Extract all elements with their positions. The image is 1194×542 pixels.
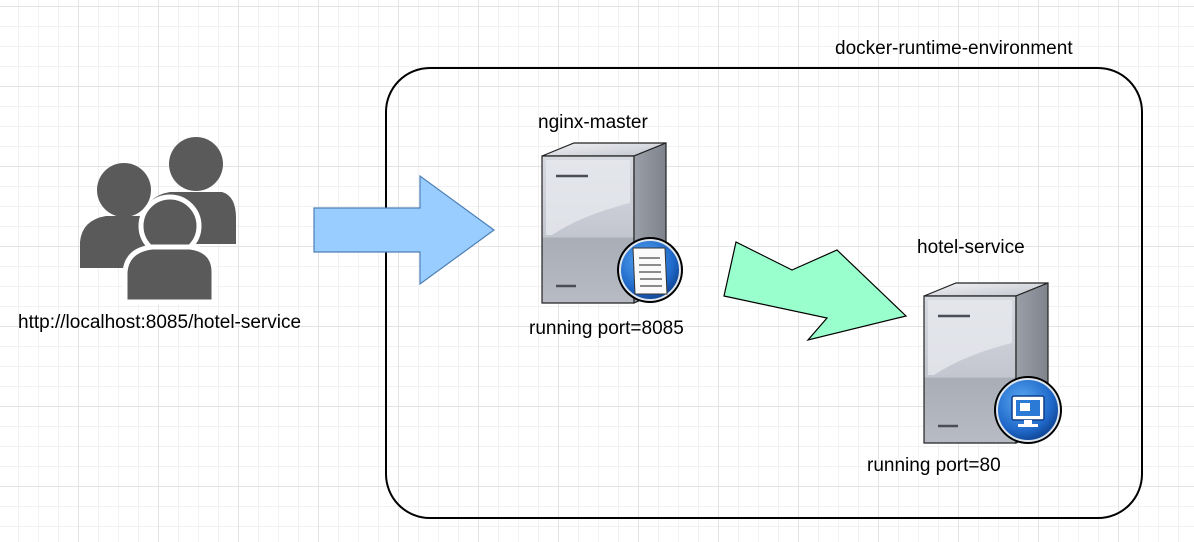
container-label: docker-runtime-environment [835, 38, 1073, 59]
request-arrow [313, 174, 496, 286]
forward-arrow [723, 241, 908, 342]
hotel-title: hotel-service [917, 237, 1025, 258]
nginx-port-label: running port=8085 [529, 318, 684, 339]
client-url-label: http://localhost:8085/hotel-service [18, 312, 302, 333]
document-icon [617, 237, 683, 303]
monitor-icon [994, 376, 1062, 444]
users-icon [80, 137, 236, 305]
hotel-port-label: running port=80 [867, 455, 1001, 476]
nginx-title: nginx-master [538, 112, 648, 133]
docker-environment-container [385, 67, 1143, 519]
